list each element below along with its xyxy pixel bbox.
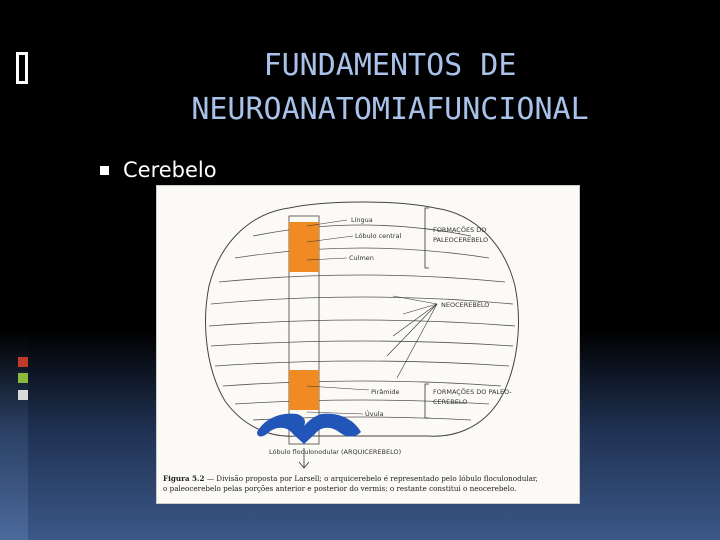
bracket-top bbox=[424, 207, 429, 269]
paleo-posterior-region bbox=[289, 370, 319, 410]
bullet-text: Cerebelo bbox=[123, 158, 217, 182]
decorative-square-red bbox=[18, 357, 28, 367]
caption-figure-label: Figura 5.2 bbox=[163, 474, 205, 483]
label-neocerebelo: NEOCEREBELO bbox=[441, 301, 489, 309]
caption-line-1: — Divisão proposta por Larsell; o arquic… bbox=[204, 474, 538, 483]
cerebellum-diagram: Língua Lóbulo central Culmen FORMAÇÕES D… bbox=[205, 201, 519, 469]
slide-title: FUNDAMENTOS DE NEUROANATOMIAFUNCIONAL bbox=[110, 44, 670, 132]
pointer-lines bbox=[306, 219, 438, 415]
bullet-square-icon bbox=[100, 165, 109, 175]
label-lobulo-floculonodular: Lóbulo floculonodular (ARQUICEREBELO) bbox=[269, 448, 401, 456]
slide-title-line-1: FUNDAMENTOS DE bbox=[263, 48, 517, 83]
label-uvula: Úvula bbox=[365, 409, 384, 418]
label-lingua: Língua bbox=[351, 216, 373, 224]
arqui-region bbox=[257, 413, 361, 444]
bracket-bottom bbox=[424, 383, 429, 419]
slide-title-line-2: NEUROANATOMIAFUNCIONAL bbox=[191, 92, 589, 127]
label-formacoes-paleo-2: PALEOCEREBELO bbox=[433, 236, 488, 244]
decorative-square-green bbox=[18, 373, 28, 383]
figure-caption: Figura 5.2 — Divisão proposta por Larsel… bbox=[163, 474, 575, 494]
label-formacoes-paleo-1: FORMAÇÕES DO bbox=[433, 225, 486, 234]
left-strip bbox=[0, 0, 28, 540]
label-formacoes-paleo-b1: FORMAÇÕES DO PALEO- bbox=[433, 387, 512, 396]
decorative-marker-inner bbox=[19, 55, 25, 81]
folia-lines bbox=[208, 224, 516, 421]
caption-line-2: o paleocerebelo pelas porções anterior e… bbox=[163, 484, 517, 493]
paleo-anterior-region bbox=[289, 222, 319, 272]
label-piramide: Pirâmide bbox=[371, 388, 400, 396]
bullet-item: Cerebelo bbox=[100, 158, 217, 182]
decorative-square-gray bbox=[18, 390, 28, 400]
label-culmen: Culmen bbox=[349, 254, 374, 262]
label-lobulo-central: Lóbulo central bbox=[355, 232, 401, 240]
arrow-down-icon bbox=[298, 448, 310, 469]
cerebellum-outline bbox=[205, 201, 519, 437]
cerebellum-figure: Língua Lóbulo central Culmen FORMAÇÕES D… bbox=[156, 185, 580, 504]
label-formacoes-paleo-b2: CEREBELO bbox=[433, 398, 467, 406]
